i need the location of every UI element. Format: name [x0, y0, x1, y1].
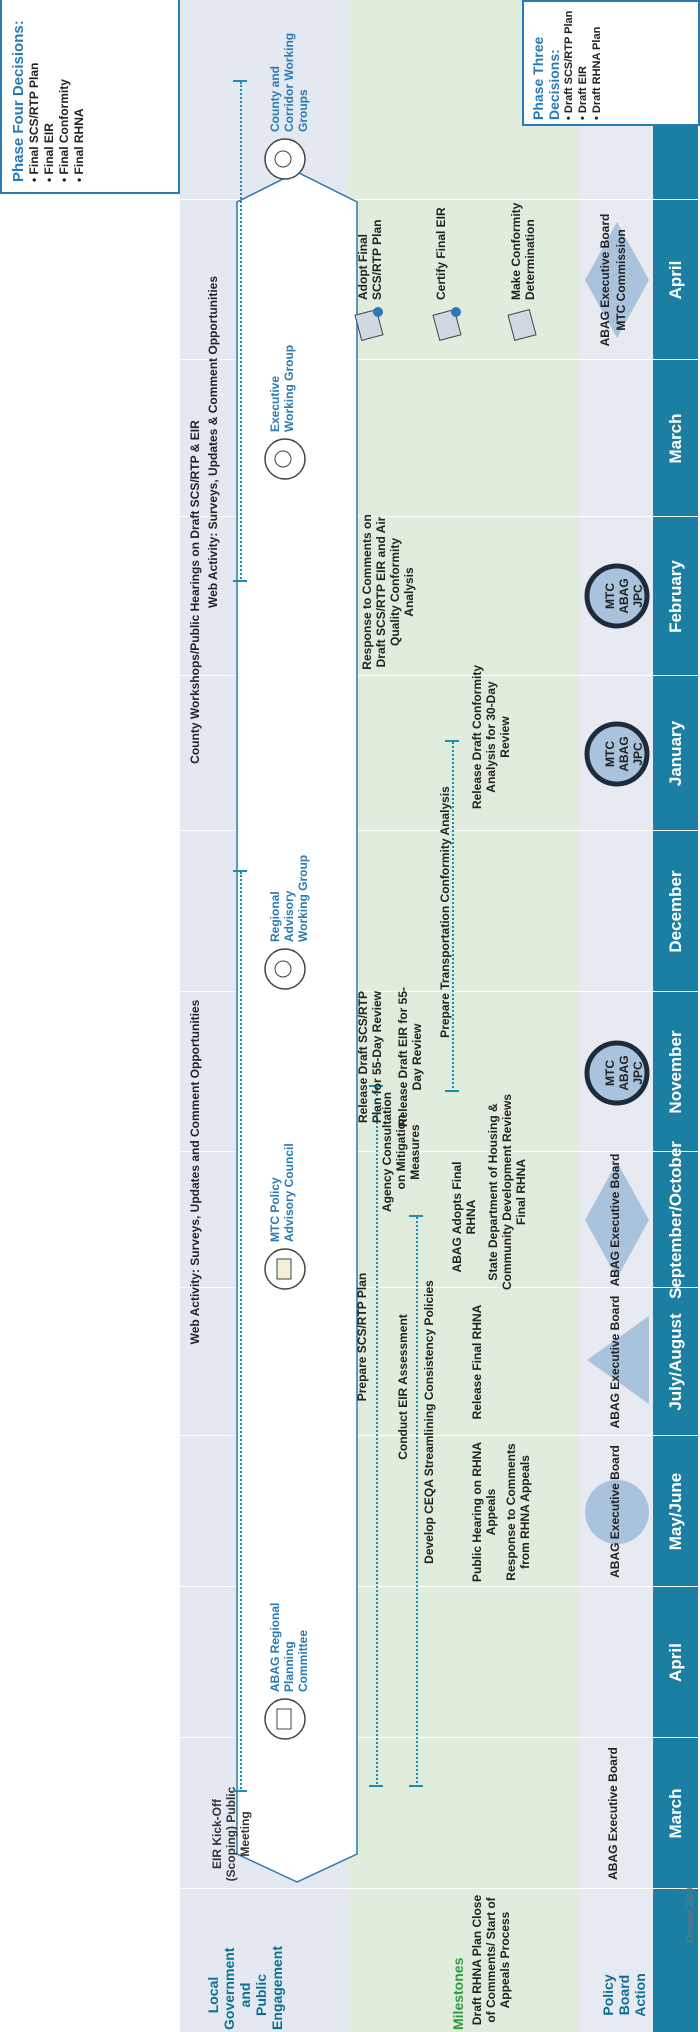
jpc-badge: MTC ABAG JPC	[583, 1039, 651, 1107]
milestone-conformity: Make Conformity Determination	[505, 192, 575, 342]
phase-three-panel: Phase Three Decisions: • Draft SCS/RTP P…	[522, 0, 700, 126]
policy-april-abag: ABAG Executive Board	[598, 213, 612, 347]
milestone-draft-rhna: Draft RHNA Plan Close of Comments/ Start…	[470, 1894, 512, 2026]
diamond-shape	[585, 222, 649, 338]
milestone-response-comments: Response to Comments on Draft SCS/RTP EI…	[360, 514, 416, 670]
document-icon	[264, 1248, 306, 1290]
milestone-response-appeals: Response to Comments from RHNA Appeals	[504, 1443, 532, 1581]
people-icon	[264, 438, 306, 480]
milestone-certify: Certify Final EIR	[430, 202, 500, 342]
milestone-public-hearing: Public Hearing on RHNA Appeals	[470, 1442, 498, 1583]
phase-four-title: Phase Four Decisions:	[10, 20, 27, 182]
group-badge: MTC Policy Advisory Council	[260, 1142, 310, 1292]
kickoff-text: EIR Kick-Off (Scoping) Public Meeting	[210, 1786, 252, 1882]
policy-march: ABAG Executive Board	[606, 1747, 620, 1880]
ring-icon	[584, 563, 650, 629]
document-icon	[264, 1698, 306, 1740]
web-activity-text: Web Activity: Surveys, Updates and Comme…	[188, 999, 202, 1345]
group-badge: ABAG Regional Planning Committee	[260, 1592, 310, 1742]
workshops-text: County Workshops/Public Hearings on Draf…	[188, 420, 202, 764]
policy-april-mtc: MTC Commission	[614, 229, 628, 331]
certificate-icon	[507, 308, 537, 342]
ring-icon	[584, 721, 650, 787]
group-badge: Executive Working Group	[260, 332, 310, 482]
milestone-abag-adopts: ABAG Adopts Final RHNA	[450, 1161, 478, 1273]
milestone-release-scs: Release Draft SCS/RTP Plan for 55-Day Re…	[356, 990, 384, 1124]
milestone-transport: Prepare Transportation Conformity Analys…	[438, 786, 452, 1038]
certificate-icon	[354, 307, 384, 342]
certificate-icon	[432, 307, 462, 342]
milestone-release-conformity: Release Draft Conformity Analysis for 30…	[470, 664, 512, 810]
triangle-shape	[587, 1316, 649, 1404]
milestone-release-eir: Release Draft EIR for 55-Day Review	[396, 986, 424, 1128]
circle-shape	[585, 1480, 649, 1544]
milestone-adopt: Adopt Final SCS/RTP Plan	[352, 202, 422, 342]
policy-mayjune: ABAG Executive Board	[608, 1445, 622, 1578]
jpc-badge: MTC ABAG JPC	[583, 562, 651, 630]
phase-four-box: Phase Four Decisions: • Final SCS/RTP Pl…	[0, 0, 180, 194]
people-icon	[264, 138, 306, 180]
web-activity-text-2: Web Activity: Surveys, Updates & Comment…	[206, 275, 220, 609]
policy-julyaug: ABAG Executive Board	[608, 1295, 622, 1429]
group-badge: County and Corridor Working Groups	[260, 32, 310, 182]
policy-sepoct: ABAG Executive Board	[608, 1153, 622, 1287]
milestone-conduct-eir: Conduct EIR Assessment	[396, 1314, 410, 1460]
phase-three-title: Phase Three Decisions:	[530, 36, 562, 120]
milestone-prepare-plan: Prepare SCS/RTP Plan	[355, 1272, 369, 1402]
group-badge: Regional Advisory Working Group	[260, 842, 310, 992]
milestone-ceqa: Develop CEQA Streamlining Consistency Po…	[422, 1280, 436, 1564]
milestone-release-final-rhna: Release Final RHNA	[470, 1304, 484, 1420]
milestone-state-dept: State Department of Housing & Community …	[486, 1093, 528, 1291]
ring-icon	[584, 1040, 650, 1106]
jpc-badge: MTC ABAG JPC	[583, 720, 651, 788]
people-icon	[264, 948, 306, 990]
diamond-shape	[585, 1162, 649, 1278]
